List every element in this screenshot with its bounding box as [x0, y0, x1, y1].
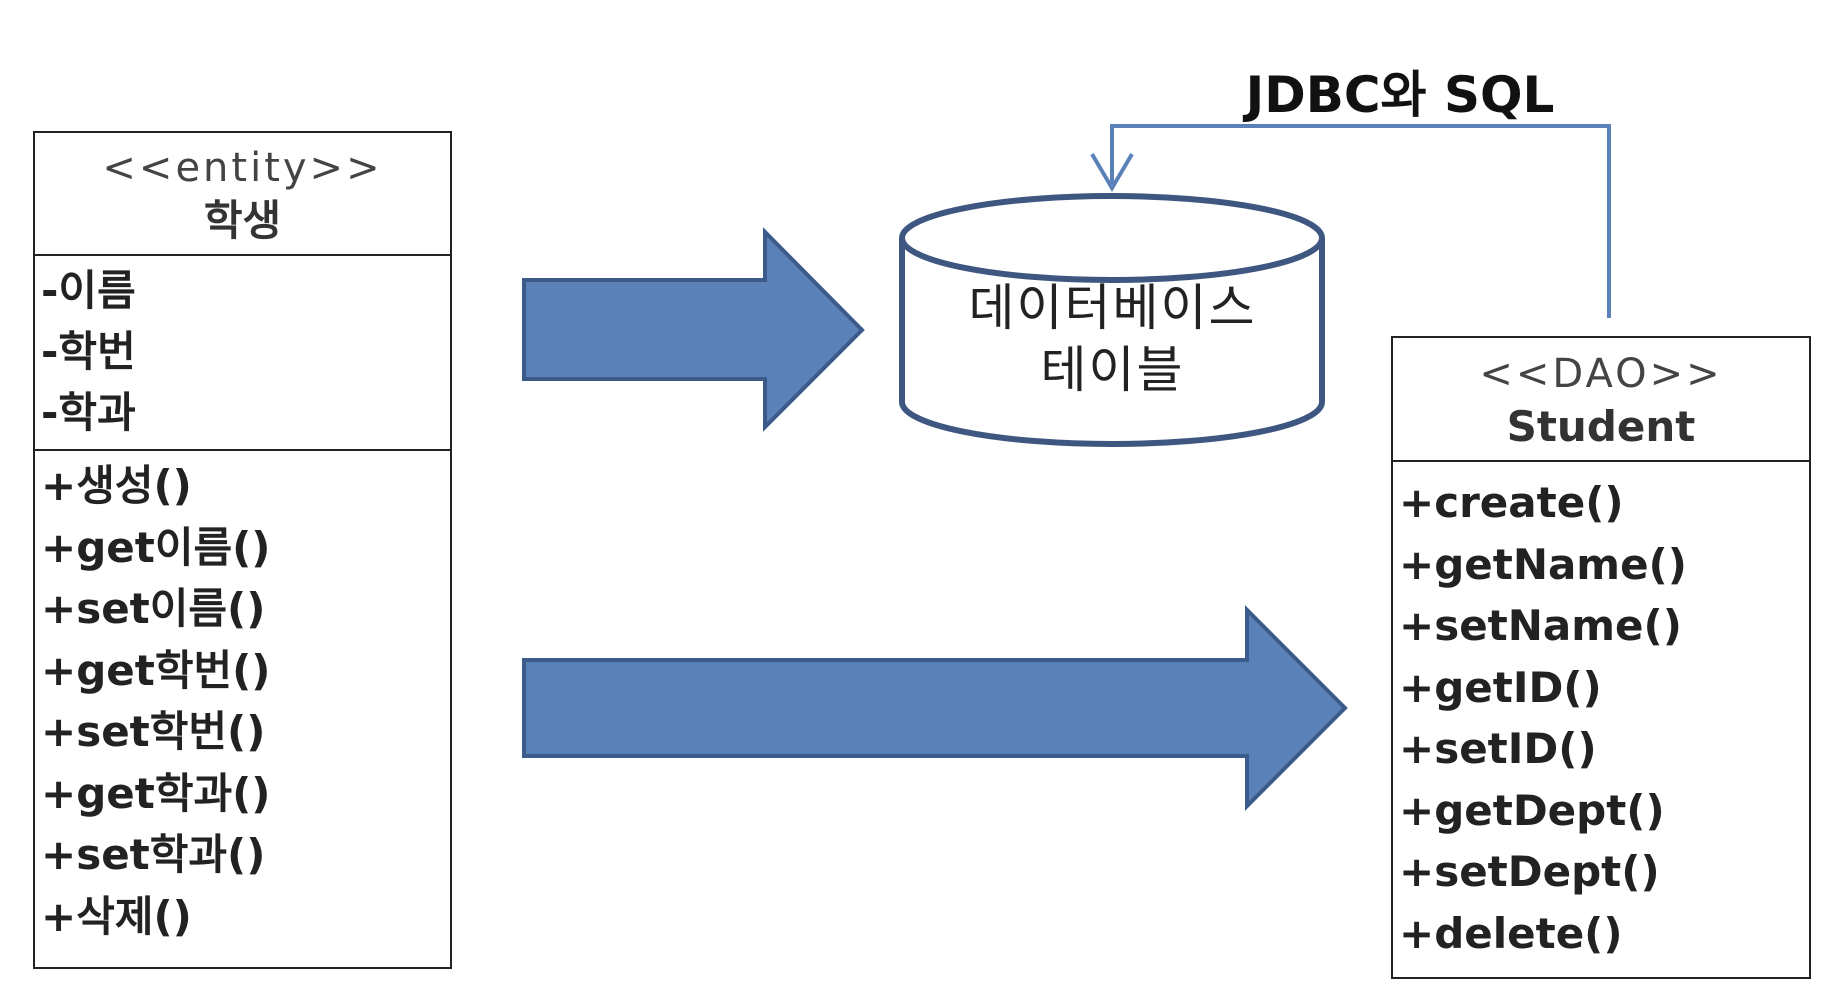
dao-operation: +getName()	[1399, 539, 1687, 589]
dao-operation: +create()	[1399, 478, 1624, 527]
jdbc-connector	[1090, 124, 1611, 318]
dao-operation: +delete()	[1399, 908, 1623, 958]
dao-operation: +getID()	[1399, 662, 1602, 712]
arrow-to-dao	[522, 605, 1348, 811]
database-cylinder	[899, 193, 1325, 447]
dao-operation: +getDept()	[1399, 785, 1665, 835]
dao-operation: +setName()	[1399, 601, 1682, 650]
attribute-student-id: -학번	[41, 327, 136, 376]
dao-class-box: <<DAO>> Student +create() +getName() +se…	[1391, 336, 1811, 979]
dao-stereotype: <<DAO>>	[1479, 351, 1723, 397]
arrow-to-database	[522, 227, 865, 432]
entity-operation: +get학번()	[41, 645, 271, 695]
dao-operations: +create() +getName() +setName() +getID()…	[1393, 462, 1809, 964]
entity-operation: +삭제()	[41, 891, 192, 941]
entity-operation: +get이름()	[41, 522, 271, 572]
entity-operation: +set학번()	[41, 707, 266, 756]
entity-class-header: <<entity>> 학생	[35, 133, 450, 256]
entity-stereotype: <<entity>>	[102, 145, 383, 191]
database-label-line2: 테이블	[1040, 341, 1185, 399]
entity-operations: +생성() +get이름() +set이름() +get학번() +set학번(…	[35, 451, 450, 947]
dao-operation: +setDept()	[1399, 847, 1660, 896]
entity-operation: +get학과()	[41, 768, 271, 818]
dao-class-name: Student	[1506, 402, 1696, 451]
connector-label: JDBC와 SQL	[1245, 66, 1555, 124]
entity-attributes: -이름 -학번 -학과	[35, 256, 450, 451]
entity-operation: +set학과()	[41, 830, 266, 879]
dao-operation: +setID()	[1399, 724, 1597, 773]
attribute-name: -이름	[41, 266, 136, 315]
entity-operation: +생성()	[41, 461, 192, 510]
entity-class-name: 학생	[203, 196, 282, 245]
entity-operation: +set이름()	[41, 584, 266, 633]
dao-class-header: <<DAO>> Student	[1393, 338, 1809, 462]
attribute-department: -학과	[41, 388, 136, 437]
entity-class-box: <<entity>> 학생 -이름 -학번 -학과 +생성() +get이름()…	[33, 131, 452, 969]
database-label-line1: 데이터베이스	[968, 279, 1257, 337]
